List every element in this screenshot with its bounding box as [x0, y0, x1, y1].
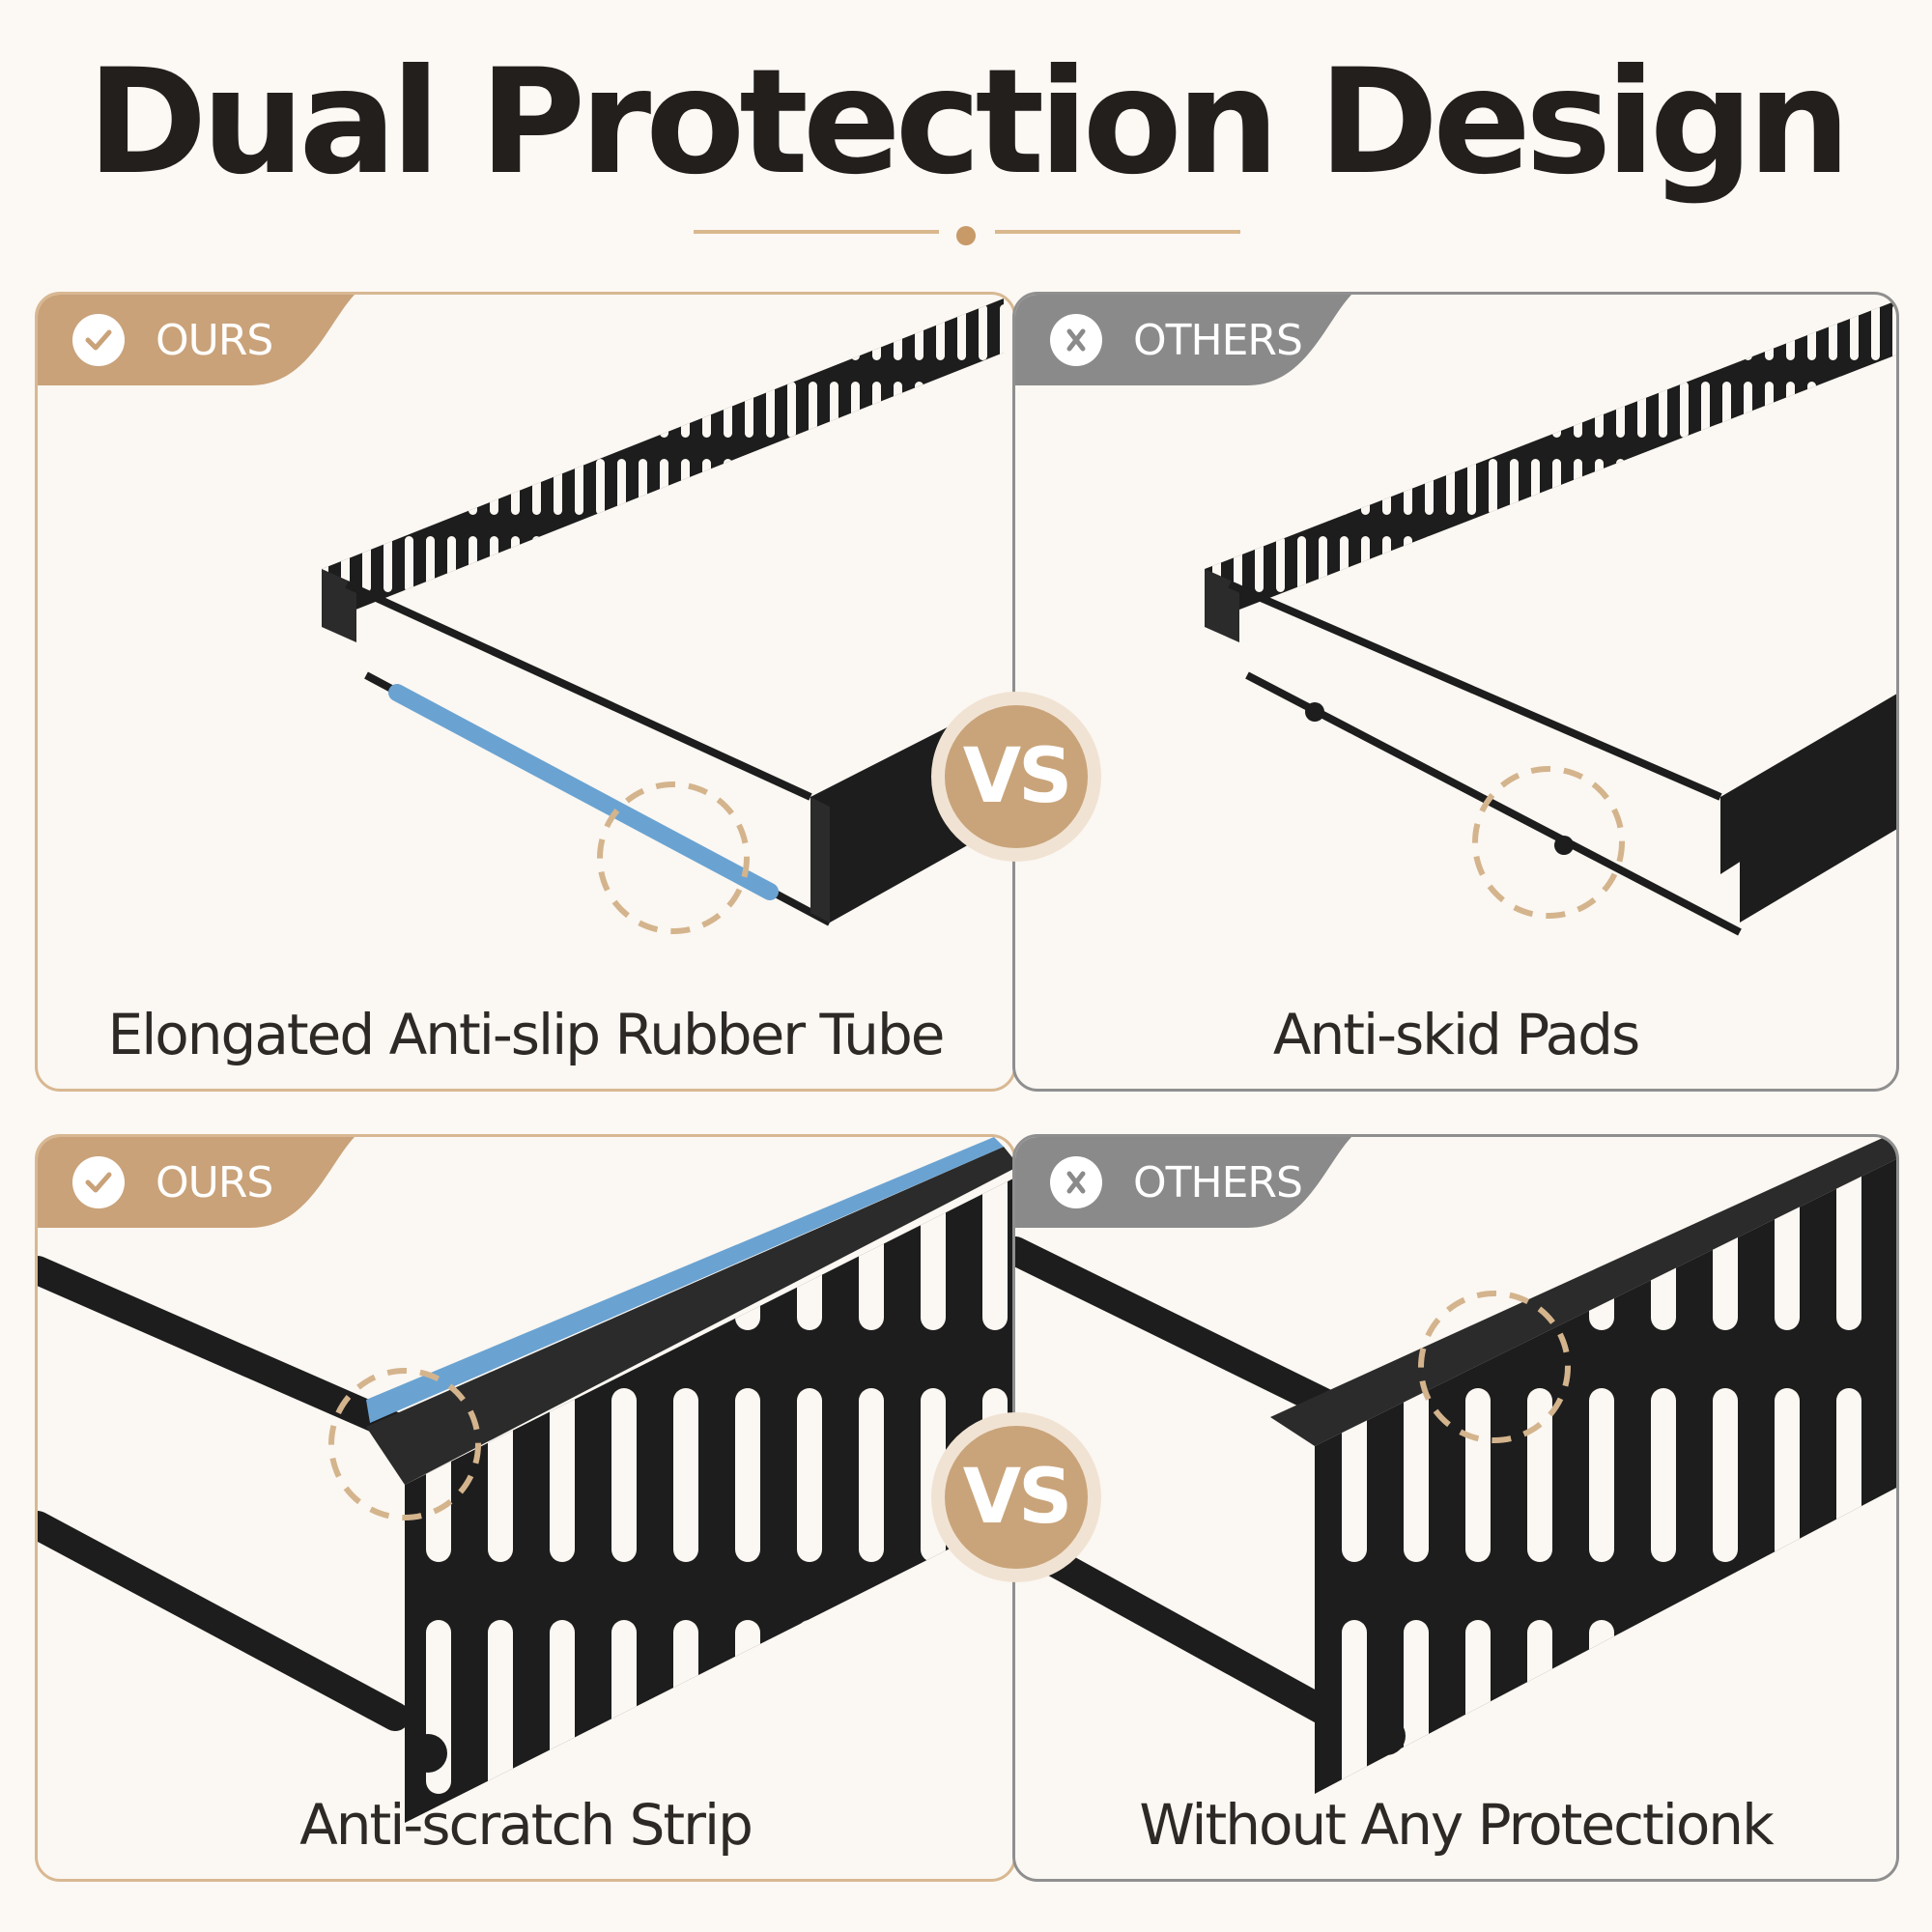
panel-caption: Without Any Protectionk	[1139, 1792, 1774, 1858]
check-icon	[72, 1156, 125, 1208]
title-divider-left	[694, 230, 939, 234]
tag-others: OTHERS	[1015, 295, 1351, 385]
panel-others-no-protection: OTHERS Without Any Protectionk	[1012, 1134, 1899, 1882]
title-divider-dot	[956, 226, 976, 245]
x-icon	[1050, 1156, 1102, 1208]
panel-others-anti-skid: OTHERS Anti-skid Pads	[1012, 292, 1899, 1092]
title-divider-right	[995, 230, 1240, 234]
tag-label: OTHERS	[1133, 1157, 1303, 1208]
panel-caption: Elongated Anti-slip Rubber Tube	[107, 1002, 946, 1067]
panel-ours-anti-scratch: OURS Anti-scratch Strip	[35, 1134, 1016, 1882]
panel-caption: Anti-scratch Strip	[299, 1792, 753, 1858]
vs-label: VS	[945, 705, 1088, 848]
vs-badge-bottom: VS	[931, 1412, 1101, 1582]
tag-label: OURS	[156, 1157, 273, 1208]
vs-badge-top: VS	[931, 692, 1101, 862]
tag-ours: OURS	[38, 1137, 355, 1228]
rack-closeup-illustration	[1015, 1137, 1896, 1794]
tag-label: OTHERS	[1133, 315, 1303, 365]
rack-illustration	[322, 298, 1013, 934]
tag-others: OTHERS	[1015, 1137, 1351, 1228]
rack-closeup-illustration	[38, 1137, 1013, 1823]
vs-label: VS	[945, 1426, 1088, 1569]
rack-illustration	[1205, 300, 1896, 936]
panel-caption: Anti-skid Pads	[1272, 1002, 1640, 1067]
tag-ours: OURS	[38, 295, 355, 385]
x-icon	[1050, 314, 1102, 366]
panel-ours-rubber-tube: OURS Elongated Anti-slip Rubber Tube	[35, 292, 1016, 1092]
page-title: Dual Protection Design	[87, 39, 1851, 207]
tag-label: OURS	[156, 315, 273, 365]
check-icon	[72, 314, 125, 366]
